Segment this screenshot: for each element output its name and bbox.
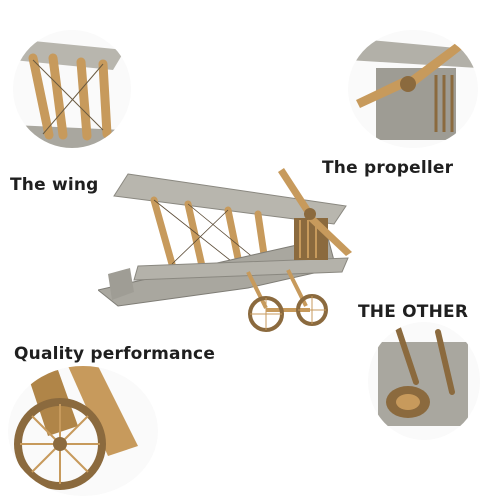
other-detail-image <box>368 322 480 440</box>
wheel-detail-image <box>8 366 158 496</box>
other-label: THE OTHER <box>358 302 469 322</box>
wing-label: The wing <box>10 175 99 195</box>
propeller-label: The propeller <box>322 158 454 178</box>
biplane-model-image <box>98 160 360 340</box>
propeller-detail-image <box>348 30 478 148</box>
wing-detail-image <box>13 30 131 148</box>
quality-label: Quality performance <box>14 344 216 364</box>
